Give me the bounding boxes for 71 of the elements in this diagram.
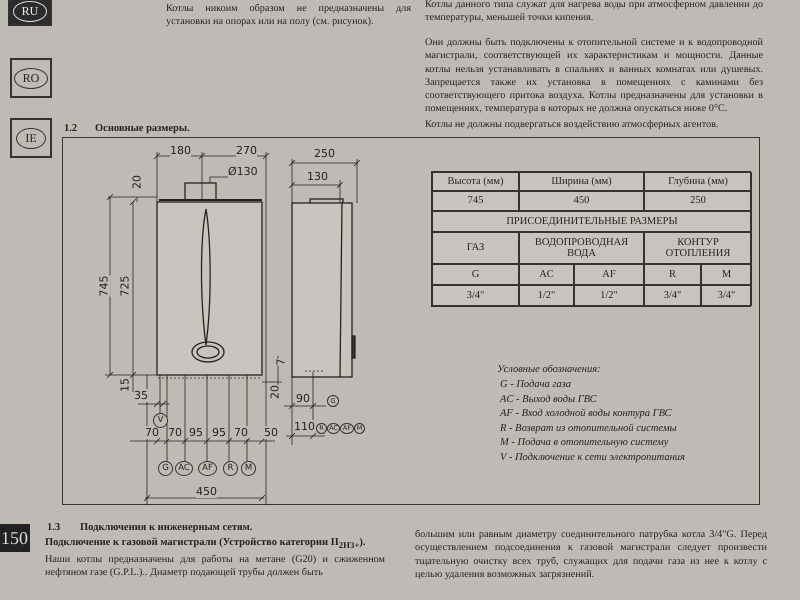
section-number: 1.2 xyxy=(64,123,78,136)
section-heading: Подключения к инженерным сетям. xyxy=(80,522,254,535)
dimension-label: 15 xyxy=(118,378,132,392)
language-code: RU xyxy=(12,0,48,22)
table-cell: 1/2" xyxy=(519,285,574,306)
legend-entry: G - Подача газа xyxy=(500,379,572,392)
dimension-label: 110 xyxy=(294,420,315,434)
table-cell: G xyxy=(432,264,519,285)
table-cell: AF xyxy=(574,264,644,285)
dimension-label: 70 xyxy=(145,426,159,440)
subsection-heading: Подключение к газовой магистрали (Устройство категории II$_{2H3+}$). xyxy=(45,537,366,551)
dimension-label: 35 xyxy=(134,389,148,402)
table-cell: Высота (мм) xyxy=(432,172,519,191)
dimension-label: 130 xyxy=(307,170,328,184)
dimension-label: 95 xyxy=(189,426,203,440)
dimension-label: 745 xyxy=(97,276,111,296)
paragraph: Они должны быть подключены к отопительной системе и к водопроводной магистрали, соответствующей их характеристикам и мощности. Данные котлы нельзя устанавливать в спальнях и ванных комнатах или душевых. Запрещается также их установка в помещениях с каминами без соответствующего притока воздуха. Котлы предназначены для установки в помещениях, температура в которых не должна опускаться ниже 0°C. xyxy=(425,36,763,116)
paragraph: Котлы никоим образом не предназначены для установки на опорах или на полу (см. рисунок). xyxy=(166,2,411,28)
page-number: 150 xyxy=(0,524,30,552)
dimension-label: 450 xyxy=(196,485,217,498)
table-cell: Ширина (мм) xyxy=(519,172,644,191)
dimension-label: 70 xyxy=(234,426,248,440)
dimension-label: 250 xyxy=(314,147,335,160)
legend-entry: R - Возврат из отопительной системы xyxy=(500,422,677,436)
table-cell: 3/4" xyxy=(432,285,519,306)
legend-title: Условные обозначения: xyxy=(497,364,601,377)
paragraph: Наши котлы предназначены для работы на метане (G20) и сжиженном нефтяном газе (G.P.L.).. Диаметр подающей трубы должен быть xyxy=(45,553,385,580)
dimension-label: 725 xyxy=(118,276,132,296)
language-tab xyxy=(10,118,52,158)
legend-entry: AC - Выход воды ГВС xyxy=(500,394,597,406)
table-cell: Глубина (мм) xyxy=(644,172,752,191)
dimension-label: 20 xyxy=(130,175,144,189)
connection-marker: V xyxy=(153,413,168,428)
table-cell: ПРИСОЕДИНИТЕЛЬНЫЕ РАЗМЕРЫ xyxy=(432,211,752,232)
table-cell: 745 xyxy=(432,191,519,211)
legend-entry: V - Подключение к сети электропитания xyxy=(500,452,685,464)
table-cell: M xyxy=(701,264,752,285)
table-cell: 3/4" xyxy=(701,285,752,306)
legend-entry: M - Подача в отопительную систему xyxy=(500,437,668,450)
dimension-label: 90 xyxy=(296,392,310,406)
paragraph: Котлы данного типа служат для нагрева воды при атмосферном давлении до температуры, меньшей точки кипения. xyxy=(425,0,763,24)
language-tab xyxy=(10,58,52,98)
table-cell: КОНТУР ОТОПЛЕНИЯ xyxy=(644,232,752,264)
dimension-label: 70 xyxy=(168,426,182,440)
connection-marker: M xyxy=(241,461,256,476)
connection-marker: G xyxy=(158,461,173,476)
section-number: 1.3 xyxy=(47,522,62,535)
language-code: RO xyxy=(14,68,48,88)
table-cell: ГАЗ xyxy=(432,232,519,264)
dimension-label: 180 xyxy=(170,144,191,158)
dimension-label: 50 xyxy=(264,426,278,440)
language-tab xyxy=(8,0,52,26)
dimension-label: 270 xyxy=(236,144,257,158)
dimension-label: Ø130 xyxy=(228,165,258,178)
table-cell: R xyxy=(644,264,701,285)
legend-entry: AF - Вход холодной воды контура ГВС xyxy=(500,408,672,421)
language-code: IE xyxy=(16,128,46,148)
paragraph: большим или равным диаметру соединительного патрубка котла 3/4"G. Перед осуществлением подсоединения к газовой магистрали следует произвести тщательную очистку всех труб, служащих для подачи газа из нее к котлу с целью удаления возможных загрязнений. xyxy=(415,528,767,581)
table-cell: AC xyxy=(519,264,574,285)
section-heading: Основные размеры. xyxy=(95,123,191,136)
table-cell: 3/4" xyxy=(644,285,701,306)
connection-marker: AF xyxy=(198,461,217,476)
dimension-label: 20 xyxy=(268,385,282,399)
table-cell: 450 xyxy=(519,191,644,211)
table-cell: 1/2" xyxy=(574,285,644,306)
dimension-label: 95 xyxy=(212,426,226,440)
table-cell: ВОДОПРОВОДНАЯ ВОДА xyxy=(519,232,644,264)
paragraph: Котлы не должны подвергаться воздействию атмосферных агентов. xyxy=(425,118,720,132)
connection-marker: AC xyxy=(175,461,193,476)
table-cell: 250 xyxy=(644,191,752,211)
connection-marker: R xyxy=(223,461,238,476)
